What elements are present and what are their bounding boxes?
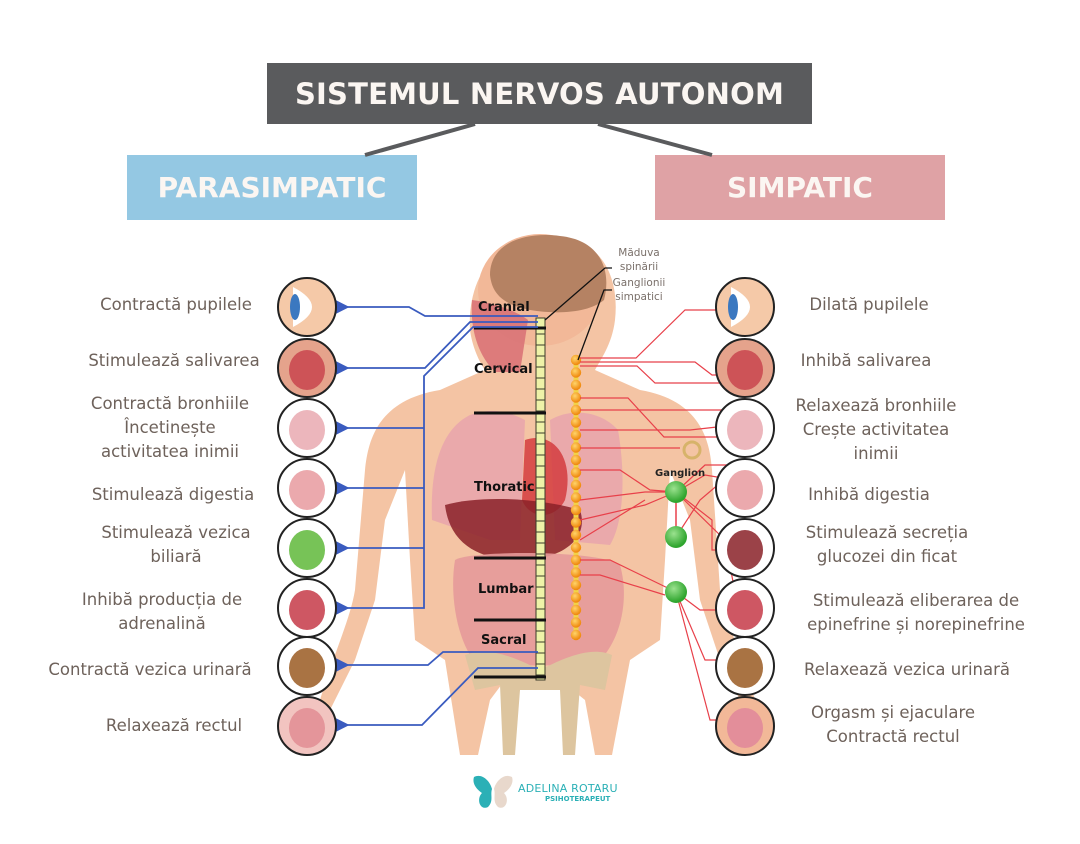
gallbladder-icon	[277, 518, 337, 578]
liver-icon	[715, 518, 775, 578]
rectum-icon	[277, 696, 337, 756]
plexus-icon	[682, 440, 702, 460]
kidney-adrenal-icon	[277, 578, 337, 638]
sympathetic-organ-icons	[715, 277, 775, 756]
ganglia-label: Ganglionii simpatici	[612, 277, 666, 303]
kidney-adrenal-icon	[715, 578, 775, 638]
sympathetic-ganglia-beads	[570, 354, 582, 641]
chain-ganglion	[570, 529, 582, 541]
ganglion-node-3	[665, 581, 687, 603]
para-label-saliva: Stimulează salivarea	[88, 351, 260, 370]
eye-icon	[715, 277, 775, 337]
chain-ganglion	[570, 604, 582, 616]
parasympathetic-header: PARASIMPATIC	[127, 155, 417, 220]
chain-ganglion	[570, 504, 582, 516]
region-cervical: Cervical	[474, 362, 533, 377]
eye-icon	[277, 277, 337, 337]
symp-label-bladder: Relaxează vezica urinară	[804, 660, 1010, 679]
chain-ganglion	[570, 479, 582, 491]
chain-ganglion	[570, 629, 582, 641]
butterfly-logo-icon	[473, 775, 513, 808]
chain-ganglion	[570, 517, 582, 528]
chain-ganglion	[570, 404, 582, 416]
genital-icon	[715, 696, 775, 756]
ganglion-node-1	[665, 481, 687, 503]
para-label-rectum: Relaxează rectul	[105, 716, 243, 735]
para-label-pupils: Contractă pupilele	[100, 295, 252, 314]
chain-ganglion	[570, 542, 582, 553]
logo-subtitle: PSIHOTERAPEUT	[545, 794, 611, 803]
ganglion-node-2	[665, 526, 687, 548]
parasympathetic-lines	[331, 298, 538, 734]
chain-ganglion	[570, 554, 582, 566]
spinal-cord-label: Măduva spinării	[618, 247, 660, 273]
chain-ganglion	[570, 379, 582, 391]
lungs-heart-icon	[277, 398, 337, 458]
symp-label-pupils: Dilată pupilele	[809, 295, 929, 314]
symp-label-digestion: Inhibă digestia	[808, 485, 930, 504]
brain	[490, 235, 607, 313]
region-lumbar: Lumbar	[478, 582, 534, 597]
region-sacral: Sacral	[481, 633, 527, 648]
stomach-intestine-icon	[715, 458, 775, 518]
chain-ganglion	[570, 617, 582, 628]
logo: ADELINA ROTARU PSIHOTERAPEUT	[472, 773, 618, 811]
chain-ganglion	[570, 592, 582, 603]
chain-ganglion	[570, 467, 582, 478]
chain-ganglion	[570, 567, 582, 578]
chain-ganglion	[570, 417, 582, 428]
head-cavity	[471, 300, 528, 372]
region-dividers	[474, 326, 546, 679]
chain-ganglion	[570, 392, 582, 403]
bladder-icon	[715, 636, 775, 696]
mouth-icon	[715, 338, 775, 398]
para-label-bladder: Contractă vezica urinară	[48, 660, 252, 679]
chain-ganglion	[570, 579, 582, 591]
symp-label-saliva: Inhibă salivarea	[800, 351, 932, 370]
bladder-icon	[277, 636, 337, 696]
spinal-cord-pointer	[544, 267, 612, 321]
connector-right	[597, 122, 713, 157]
page-title: SISTEMUL NERVOS AUTONOM	[267, 63, 812, 124]
ganglia-pointer	[577, 289, 612, 361]
liver	[445, 498, 582, 560]
sympathetic-header: SIMPATIC	[655, 155, 945, 220]
chain-ganglion	[570, 429, 582, 441]
mouth-icon	[277, 338, 337, 398]
chain-ganglion	[570, 367, 582, 378]
stomach-intestine-icon	[277, 458, 337, 518]
region-cranial: Cranial	[478, 300, 530, 315]
ganglion-label: Ganglion	[655, 468, 706, 479]
connector-left	[364, 122, 476, 157]
chain-ganglion	[570, 492, 582, 503]
para-label-digestion: Stimulează digestia	[91, 485, 255, 504]
lungs-heart-icon	[715, 398, 775, 458]
parasympathetic-organ-icons	[277, 277, 337, 756]
region-thoratic: Thoratic	[474, 480, 535, 495]
chain-ganglion	[570, 454, 582, 466]
logo-name: ADELINA ROTARU	[518, 781, 618, 795]
spinal-cord-ticks	[536, 333, 545, 676]
chain-ganglion	[570, 442, 582, 453]
